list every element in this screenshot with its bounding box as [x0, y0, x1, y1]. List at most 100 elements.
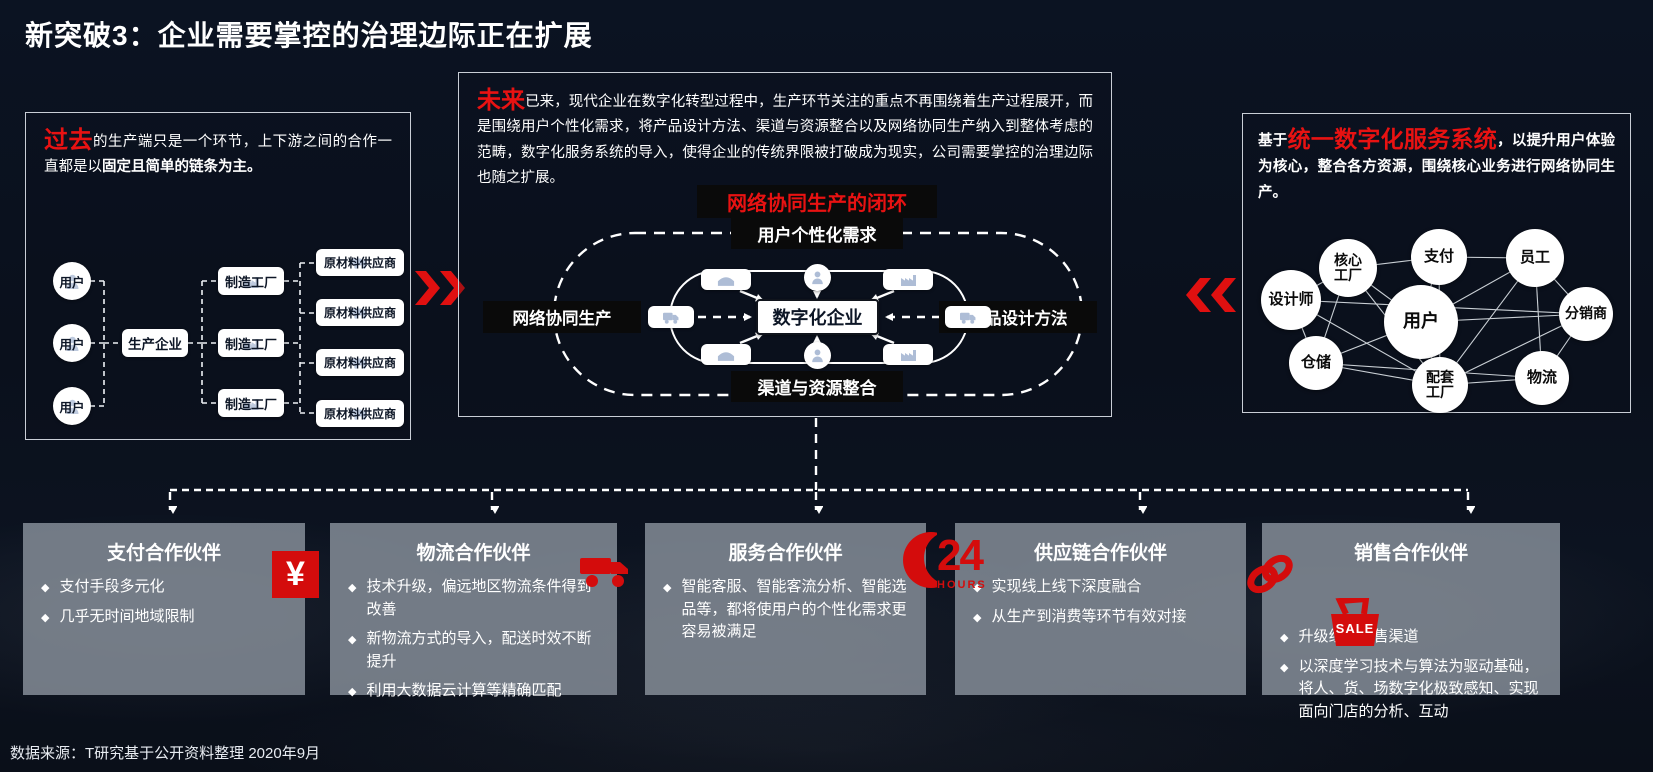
diamond-bullet-icon: ◆: [663, 582, 672, 594]
card-title: 物流合作伙伴: [416, 543, 531, 564]
diamond-bullet-icon: ◆: [348, 686, 357, 698]
node-user: 用户: [1384, 285, 1458, 359]
bullet-item: ◆以深度学习技术与算法为驱动基础，将人、货、场数字化极致感知、实现面向门店的分析…: [1274, 656, 1546, 724]
user-node: 用户: [53, 387, 91, 425]
card-title: 供应链合作伙伴: [1033, 543, 1167, 564]
service-partner-card: 服务合作伙伴 24 HOURS ◆智能客服、智能客流分析、智能选品等，都将使用户…: [645, 523, 985, 695]
building-node: [701, 269, 751, 290]
card-bullets: ◆技术升级，偏远地区物流条件得到改善 ◆新物流方式的导入，配送时效不断提升 ◆利…: [330, 574, 617, 703]
node-support-factory: 配套工厂: [1412, 357, 1468, 413]
diamond-bullet-icon: ◆: [41, 582, 50, 594]
bullet-item: ◆智能客服、智能客流分析、智能选品等，都将使用户的个性化需求更容易被满足: [657, 576, 912, 644]
bullet-item: ◆技术升级，偏远地区物流条件得到改善: [342, 576, 603, 621]
truck-icon: [352, 409, 367, 420]
loop-title-bar: 网络协同生产的闭环: [697, 185, 937, 218]
payment-partner-card: 支付合作伙伴 ¥ ◆支付手段多元化 ◆几乎无时间地域限制: [23, 523, 319, 695]
loop-left-label: 网络协同生产: [483, 301, 641, 333]
factory-icon: [900, 350, 916, 361]
bullet-item: ◆新物流方式的导入，配送时效不断提升: [342, 628, 603, 673]
truck-icon: [960, 312, 976, 324]
bullet-item: ◆支付手段多元化: [35, 576, 291, 599]
double-chevron-left-icon: [1186, 278, 1236, 312]
supplier-node: 原材料供应商: [316, 249, 404, 276]
node-core-factory: 核心工厂: [1319, 239, 1377, 297]
double-chevron-right-icon: [415, 271, 465, 305]
node-designer: 设计师: [1261, 270, 1321, 330]
unified-panel: 基于统一数字化服务系统，以提升用户体验为核心，整合各方资源，围绕核心业务进行网络…: [1242, 113, 1631, 413]
page-title: 新突破3：企业需要掌控的治理边际正在扩展: [25, 20, 593, 51]
person-icon: [812, 271, 823, 285]
card-title: 服务合作伙伴: [728, 543, 843, 564]
card-bullets: ◆支付手段多元化 ◆几乎无时间地域限制: [23, 574, 305, 628]
truck-icon: [663, 312, 679, 324]
diamond-bullet-icon: ◆: [348, 634, 357, 646]
producer-node: 生产企业: [122, 329, 188, 357]
loop-bottom-label: 渠道与资源整合: [731, 371, 903, 402]
truck-icon: [352, 308, 367, 319]
node-distributor: 分销商: [1559, 287, 1613, 341]
factory-node: 制造工厂: [218, 389, 284, 417]
node-payment: 支付: [1411, 229, 1467, 285]
past-paragraph: 过去的生产端只是一个环节，上下游之间的合作一直都是以固定且简单的链条为主。: [44, 127, 392, 176]
unified-paragraph: 基于统一数字化服务系统，以提升用户体验为核心，整合各方资源，围绕核心业务进行网络…: [1258, 126, 1616, 202]
factory-node: [883, 344, 933, 365]
sale-basket-icon: SALE: [1326, 595, 1384, 648]
card-title: 支付合作伙伴: [106, 543, 221, 564]
crescent-icon: [903, 532, 937, 588]
past-keyword: 过去: [44, 127, 93, 154]
person-node: [804, 264, 831, 291]
truck-icon: [579, 550, 631, 597]
card-bullets: ◆实现线上线下深度融合 ◆从生产到消费等环节有效对接: [955, 574, 1246, 628]
truck-icon: [352, 258, 367, 269]
node-warehouse: 仓储: [1289, 336, 1343, 390]
bullet-item: ◆利用大数据云计算等精确匹配: [342, 680, 603, 703]
factory-icon: [243, 338, 259, 350]
24-hours-icon: 24 HOURS: [903, 529, 987, 591]
supplier-node: 原材料供应商: [316, 400, 404, 427]
past-panel: 过去的生产端只是一个环节，上下游之间的合作一直都是以固定且简单的链条为主。 用户…: [25, 112, 411, 440]
supplier-node: 原材料供应商: [316, 349, 404, 376]
user-node: 用户: [53, 262, 91, 300]
diamond-bullet-icon: ◆: [1280, 632, 1289, 644]
factory-node: 制造工厂: [218, 329, 284, 357]
factory-icon: [900, 275, 916, 286]
person-icon: [66, 274, 78, 289]
diamond-bullet-icon: ◆: [973, 582, 982, 594]
diamond-bullet-icon: ◆: [41, 611, 50, 624]
bullet-item: ◆从生产到消费等环节有效对接: [967, 606, 1232, 629]
node-logistics: 物流: [1515, 351, 1569, 405]
user-node: 用户: [53, 324, 91, 362]
person-icon: [812, 349, 823, 363]
chain-link-icon: [1242, 551, 1298, 602]
building-icon: [717, 352, 735, 361]
future-panel: 未来已来，现代企业在数字化转型过程中，生产环节关注的重点不再围绕着生产过程展开，…: [458, 72, 1112, 417]
diamond-bullet-icon: ◆: [348, 582, 357, 594]
supplier-node: 原材料供应商: [316, 299, 404, 326]
person-node: [804, 342, 831, 369]
card-title: 销售合作伙伴: [1353, 543, 1468, 564]
node-staff: 员工: [1506, 229, 1564, 287]
person-icon: [66, 336, 78, 351]
source-note: 数据来源：T研究基于公开资料整理 2020年9月: [10, 745, 321, 762]
factory-icon: [243, 276, 259, 288]
bullet-item: ◆升级线下零售渠道: [1274, 626, 1546, 649]
future-paragraph: 未来已来，现代企业在数字化转型过程中，生产环节关注的重点不再围绕着生产过程展开，…: [477, 87, 1093, 187]
sales-partner-card: 销售合作伙伴 SALE ◆升级线下零售渠道 ◆以深度学习技术与算法为驱动基础，将…: [1262, 523, 1560, 720]
person-icon: [66, 399, 78, 414]
supply-chain-partner-card: 供应链合作伙伴 ◆实现线上线下深度融合 ◆从生产到消费等环节有效对接: [955, 523, 1293, 695]
bullet-item: ◆实现线上线下深度融合: [967, 576, 1232, 599]
digital-enterprise-node: 数字化企业: [756, 299, 879, 335]
building-icon: [717, 277, 735, 286]
bullet-item: ◆几乎无时间地域限制: [35, 606, 291, 629]
building-node: [701, 344, 751, 365]
diamond-bullet-icon: ◆: [973, 611, 982, 624]
yuan-icon: ¥: [272, 551, 319, 598]
factory-node: 制造工厂: [218, 267, 284, 295]
loop-top-label: 用户个性化需求: [731, 218, 903, 249]
card-bullets: ◆智能客服、智能客流分析、智能选品等，都将使用户的个性化需求更容易被满足: [645, 574, 926, 644]
unified-keyword: 统一数字化服务系统: [1287, 126, 1498, 152]
diamond-bullet-icon: ◆: [1280, 661, 1289, 674]
factory-icon: [243, 398, 259, 410]
card-bullets: ◆升级线下零售渠道 ◆以深度学习技术与算法为驱动基础，将人、货、场数字化极致感知…: [1262, 624, 1560, 723]
